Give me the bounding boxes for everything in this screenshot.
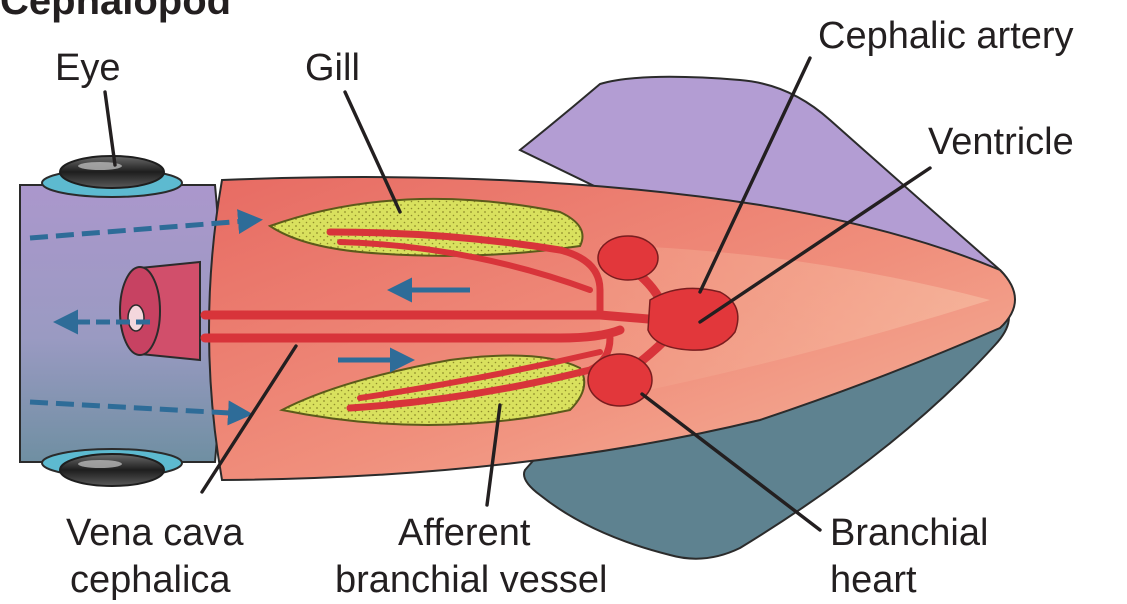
lower-branchial-heart (588, 354, 652, 406)
siphon (120, 262, 200, 360)
label-branchial-line1: Branchial (830, 512, 988, 554)
label-branchial-line2: heart (830, 559, 917, 601)
label-vena-cava-line1: Vena cava (66, 512, 244, 554)
eye-leader (105, 92, 115, 165)
label-afferent-line1: Afferent (398, 512, 531, 554)
ventricle (648, 288, 738, 350)
label-afferent-line2: branchial vessel (335, 559, 607, 601)
label-eye: Eye (55, 47, 120, 89)
label-vena-cava-line2: cephalica (70, 559, 231, 601)
upper-eye (42, 156, 182, 197)
label-cephalic-artery: Cephalic artery (818, 15, 1074, 57)
lower-eye (42, 449, 182, 486)
label-gill: Gill (305, 47, 360, 89)
diagram-title: Cephalopod (0, 0, 231, 23)
label-ventricle: Ventricle (928, 121, 1074, 163)
upper-branchial-heart (598, 236, 658, 280)
